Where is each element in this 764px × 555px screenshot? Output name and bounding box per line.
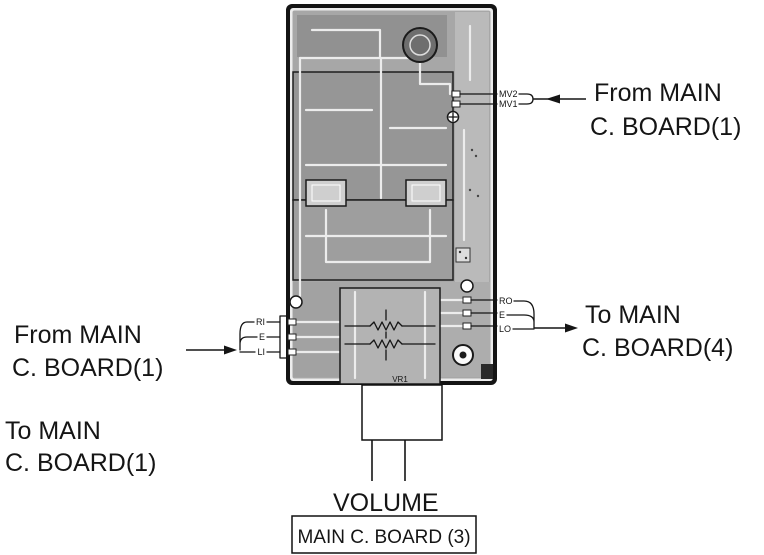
connector-pin bbox=[451, 100, 461, 108]
board-lower-area bbox=[292, 199, 454, 281]
arrow-left-icon bbox=[546, 94, 560, 104]
pin-label-li: LI bbox=[257, 347, 265, 357]
callout-left-middle-line1: From MAIN bbox=[14, 321, 142, 349]
small-chip bbox=[455, 247, 471, 263]
connector-pin bbox=[462, 309, 472, 317]
copper-traces bbox=[294, 24, 472, 354]
connector-lead bbox=[459, 93, 498, 105]
board-dot bbox=[470, 148, 474, 152]
connector-pin bbox=[451, 90, 461, 98]
volume-potentiometer: VR1 bbox=[339, 287, 441, 385]
chip-dot bbox=[464, 256, 468, 260]
volume-shaft bbox=[371, 440, 406, 481]
connector-pin bbox=[287, 348, 297, 356]
mounting-hole bbox=[452, 344, 474, 366]
pin-label-e: E bbox=[499, 310, 505, 320]
mounting-hole-center bbox=[459, 351, 467, 359]
connector-pin bbox=[287, 333, 297, 341]
pin-label-mv2: MV2 bbox=[499, 89, 518, 99]
connector-bracket bbox=[239, 321, 258, 353]
board-title: MAIN C. BOARD (3) bbox=[297, 527, 470, 548]
solder-pad-left-inner bbox=[311, 184, 341, 202]
solder-pad-right-inner bbox=[411, 184, 441, 202]
solder-pads bbox=[305, 148, 480, 263]
callout-right-middle: To MAIN C. BOARD(4) bbox=[582, 301, 733, 362]
pin-label-e: E bbox=[259, 332, 265, 342]
chip-dot bbox=[458, 250, 462, 254]
connector-lead bbox=[266, 321, 281, 353]
marker-circle bbox=[460, 279, 474, 293]
output-connector: RO E LO bbox=[462, 296, 578, 334]
volume-housing bbox=[361, 384, 443, 441]
callout-right-middle-line2: C. BOARD(4) bbox=[582, 334, 733, 362]
capacitor-body bbox=[402, 27, 438, 63]
pcb-board: VR1 bbox=[286, 4, 497, 385]
connector-pin bbox=[462, 322, 472, 330]
callout-left-lower-line1: To MAIN bbox=[5, 417, 101, 445]
mv-connector: MV2 MV1 bbox=[451, 89, 586, 109]
pin-label-ri: RI bbox=[256, 317, 265, 327]
resistor-zigzag bbox=[369, 321, 403, 331]
pin-label-ro: RO bbox=[499, 296, 513, 306]
volume-knob: VOLUME bbox=[333, 384, 443, 517]
marker-circle bbox=[289, 295, 303, 309]
solder-pad-right bbox=[405, 179, 447, 207]
board-dot bbox=[476, 194, 480, 198]
callout-top-right: From MAIN C. BOARD(1) bbox=[590, 79, 741, 141]
board-corner-notch bbox=[481, 364, 493, 379]
pin-label-mv1: MV1 bbox=[499, 99, 518, 109]
potentiometer-frame bbox=[339, 287, 441, 385]
volume-label: VOLUME bbox=[333, 489, 439, 517]
capacitor-ring bbox=[409, 34, 431, 56]
connector-bracket bbox=[518, 93, 534, 105]
arrow-right-icon bbox=[224, 345, 237, 355]
callout-left-lower: To MAIN C. BOARD(1) bbox=[5, 417, 156, 477]
connector-pin bbox=[462, 296, 472, 304]
board-dot bbox=[474, 154, 478, 158]
trace bbox=[324, 208, 432, 264]
board-dot bbox=[468, 188, 472, 192]
board-title-box: MAIN C. BOARD (3) bbox=[291, 515, 477, 554]
callout-left-middle-line2: C. BOARD(1) bbox=[12, 354, 163, 382]
connector-bracket bbox=[506, 300, 535, 330]
component-label: VR1 bbox=[392, 375, 408, 384]
trace bbox=[418, 61, 452, 96]
board-central-area bbox=[292, 71, 454, 201]
connector-pin bbox=[287, 318, 297, 326]
board-title-frame bbox=[291, 515, 477, 554]
callout-right-middle-line1: To MAIN bbox=[585, 301, 681, 329]
connector-housing bbox=[279, 315, 288, 359]
marker-plus bbox=[448, 112, 458, 122]
capacitor-component bbox=[402, 27, 438, 63]
resistor-zigzag bbox=[369, 339, 403, 349]
callout-top-right-line1: From MAIN bbox=[594, 79, 722, 107]
arrow-right-icon bbox=[565, 323, 578, 333]
solder-pad-left bbox=[305, 179, 347, 207]
connector-lead bbox=[470, 299, 498, 327]
pin-label-lo: LO bbox=[499, 324, 511, 334]
circled-markers bbox=[289, 110, 474, 309]
callout-left-middle: From MAIN C. BOARD(1) bbox=[12, 321, 163, 382]
resistor-lead bbox=[344, 325, 436, 345]
trace bbox=[310, 28, 382, 60]
callout-top-right-line2: C. BOARD(1) bbox=[590, 113, 741, 141]
input-connector: RI E LI bbox=[186, 315, 297, 359]
callout-left-lower-line2: C. BOARD(1) bbox=[5, 449, 156, 477]
